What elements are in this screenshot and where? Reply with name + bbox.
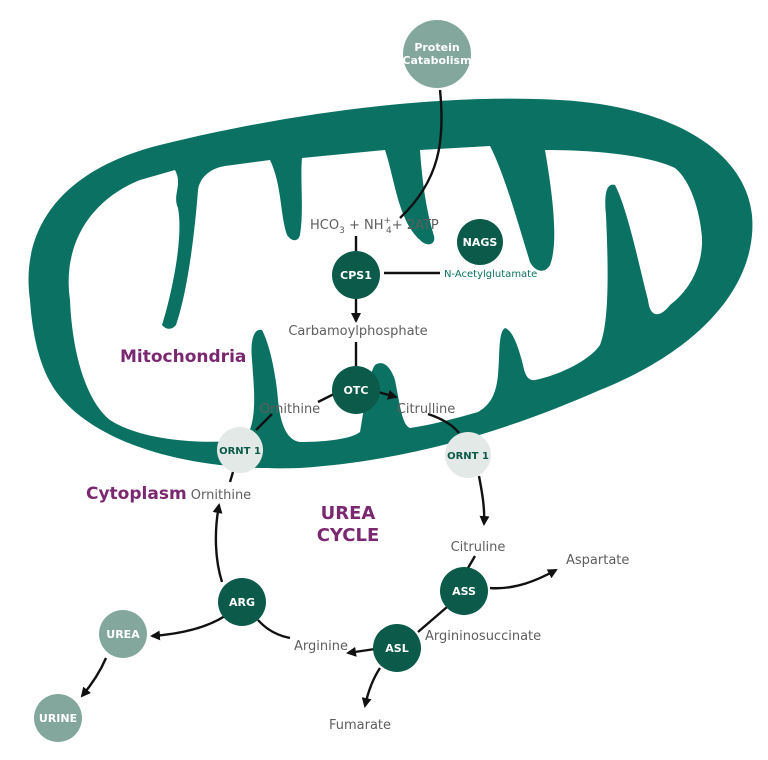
carbamoylphosphate-label: Carbamoylphosphate bbox=[288, 324, 427, 339]
urea-cycle-title-line1: UREA bbox=[321, 503, 376, 524]
node-urea: UREA bbox=[99, 610, 147, 658]
ornt1-left-label: ORNT 1 bbox=[219, 446, 261, 457]
hco3-a: HCO bbox=[310, 218, 339, 233]
protein-label-line1: Protein bbox=[414, 41, 459, 54]
ass-label: ASS bbox=[452, 585, 476, 598]
node-ornt1-left: ORNT 1 bbox=[217, 427, 263, 473]
node-protein-catabolism: Protein Catabolism bbox=[402, 20, 472, 88]
node-otc: OTC bbox=[332, 366, 380, 414]
ornt1-to-ornithine-out-line bbox=[228, 471, 235, 483]
node-ornt1-right: ORNT 1 bbox=[445, 432, 491, 478]
fumarate-label: Fumarate bbox=[329, 718, 391, 733]
arginine-to-arg-line bbox=[257, 619, 291, 640]
cps1-label: CPS1 bbox=[340, 269, 372, 282]
node-urine: URINE bbox=[34, 694, 82, 742]
otc-to-citrulline-arrow bbox=[377, 390, 398, 400]
cytoplasm-label: Cytoplasm bbox=[86, 484, 187, 504]
ornt1-left-circle bbox=[217, 427, 263, 473]
ornt1-right-circle bbox=[445, 432, 491, 478]
citruline-label: Citruline bbox=[451, 540, 506, 555]
hco3-sub4: 4 bbox=[386, 226, 392, 236]
arg-circle bbox=[218, 578, 266, 626]
node-asl: ASL bbox=[373, 624, 421, 672]
asl-circle bbox=[373, 624, 421, 672]
urea-circle bbox=[99, 610, 147, 658]
ass-to-aspartate-arrow bbox=[489, 568, 558, 590]
citruline-to-ass-line bbox=[466, 555, 477, 569]
ornithine-to-otc-line bbox=[317, 392, 335, 404]
citrulline-mito-label: Citrulline bbox=[397, 402, 455, 417]
ass-circle bbox=[440, 567, 488, 615]
otc-label: OTC bbox=[344, 384, 369, 397]
node-arg: ARG bbox=[218, 578, 266, 626]
mitochondrion-matrix bbox=[68, 146, 703, 442]
n-acetylglutamate-label: N-Acetylglutamate bbox=[444, 269, 537, 280]
hco3-b: + NH bbox=[345, 218, 384, 233]
asl-to-fumarate-arrow bbox=[361, 667, 381, 708]
asl-to-arginine-arrow bbox=[346, 646, 376, 657]
nags-label: NAGS bbox=[463, 236, 498, 249]
ornt1-to-citruline-arrow bbox=[477, 475, 490, 526]
pathway-connectors bbox=[80, 89, 558, 708]
otc-circle bbox=[332, 366, 380, 414]
ornithine-to-ornt1-line bbox=[255, 413, 273, 431]
node-nags: NAGS bbox=[457, 219, 503, 265]
protein-catabolism-circle bbox=[403, 20, 471, 88]
ornithine-mito-label: Ornithine bbox=[260, 402, 320, 417]
node-cps1: CPS1 bbox=[332, 251, 380, 299]
node-ass: ASS bbox=[440, 567, 488, 615]
hco3-sub3: 3 bbox=[339, 226, 345, 236]
ornt1-right-label: ORNT 1 bbox=[447, 451, 489, 462]
urea-cycle-title-line2: CYCLE bbox=[317, 525, 380, 546]
aspartate-label: Aspartate bbox=[566, 553, 629, 568]
urea-label: UREA bbox=[106, 628, 140, 641]
arg-label: ARG bbox=[229, 596, 255, 609]
mitochondrion bbox=[28, 98, 753, 469]
citrulline-to-ornt1-line bbox=[427, 412, 460, 434]
urea-to-urine-arrow bbox=[80, 657, 108, 698]
asl-label: ASL bbox=[385, 642, 408, 655]
hco3-label: HCO3 + NH+4+ 2ATP bbox=[310, 216, 439, 236]
ornithine-cyto-label: Ornithine bbox=[191, 488, 251, 503]
hco3-sup-plus: + bbox=[384, 216, 392, 226]
pathway-labels: HCO3 + NH+4+ 2ATP N-Acetylglutamate Carb… bbox=[86, 216, 629, 733]
mitochondria-label: Mitochondria bbox=[120, 347, 246, 367]
protein-to-hco3-line bbox=[399, 89, 443, 219]
ass-to-asl-line bbox=[417, 606, 448, 633]
urine-circle bbox=[34, 694, 82, 742]
hco3-c: + 2ATP bbox=[392, 218, 439, 233]
arginine-label: Arginine bbox=[294, 639, 348, 654]
cps1-circle bbox=[332, 251, 380, 299]
protein-label-line2: Catabolism bbox=[402, 54, 471, 67]
arg-to-urea-arrow bbox=[150, 614, 226, 641]
urine-label: URINE bbox=[39, 712, 77, 725]
arg-to-ornithine-arrow bbox=[212, 503, 224, 583]
nags-circle bbox=[457, 219, 503, 265]
argininosuccinate-label: Argininosuccinate bbox=[425, 629, 541, 644]
